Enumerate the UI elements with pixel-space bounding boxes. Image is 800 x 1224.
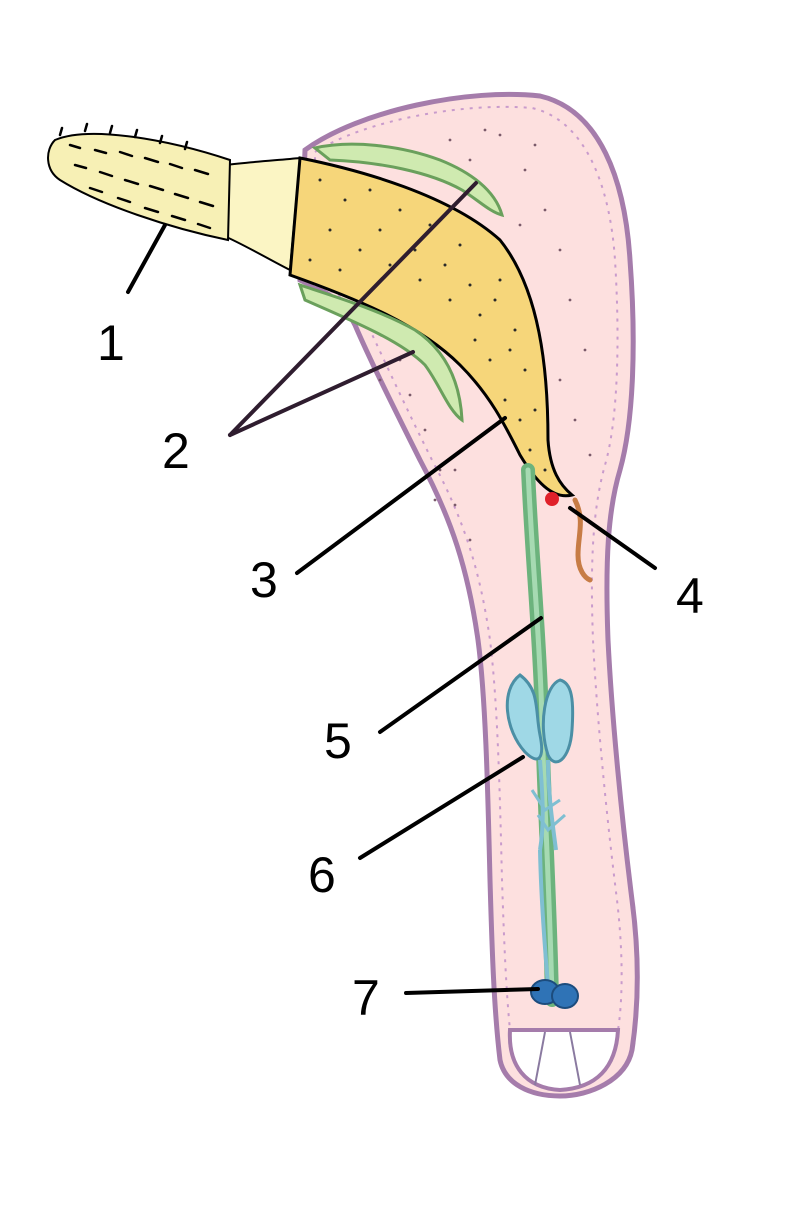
leader-line-7: [404, 987, 540, 995]
proboscis-sac-shape: [288, 156, 576, 498]
label-4: 4: [676, 568, 704, 624]
proboscis-spines: [58, 122, 215, 230]
callout-labels: 1 2 3 4 5 6 7: [97, 315, 704, 1026]
label-2: 2: [162, 423, 190, 479]
lemnisci: [297, 142, 505, 424]
proboscis: [47, 122, 302, 272]
cement-gland-branches: [530, 789, 566, 833]
proboscis-neck: [220, 156, 302, 272]
leader-line-5: [378, 616, 543, 734]
tip-section-line: [534, 1031, 546, 1086]
lemniscus-upper: [311, 142, 505, 218]
label-7: 7: [352, 970, 380, 1026]
leader-lines: [126, 181, 657, 995]
proboscis-sac: [288, 156, 576, 498]
red-spot: [545, 492, 559, 506]
testis-right: [541, 678, 575, 764]
leader-line-2a: [228, 181, 478, 437]
label-3: 3: [250, 552, 278, 608]
proboscis-spiny-tip: [47, 132, 232, 242]
tip-section-line: [569, 1031, 581, 1086]
label-1: 1: [97, 315, 125, 371]
leader-line-6: [358, 755, 525, 860]
ganglion: [530, 979, 579, 1009]
leader-line-2b: [228, 350, 415, 437]
proboscis-sac-stipple: [308, 178, 547, 472]
testis-left: [505, 673, 544, 761]
label-6: 6: [308, 847, 336, 903]
lemniscus-lower: [297, 282, 464, 424]
reproductive-organs: [505, 673, 575, 986]
leader-line-1: [126, 223, 167, 294]
ganglion-right-lobe: [551, 983, 579, 1009]
leader-line-3: [295, 416, 507, 575]
label-5: 5: [324, 713, 352, 769]
leader-line-4: [568, 506, 657, 570]
